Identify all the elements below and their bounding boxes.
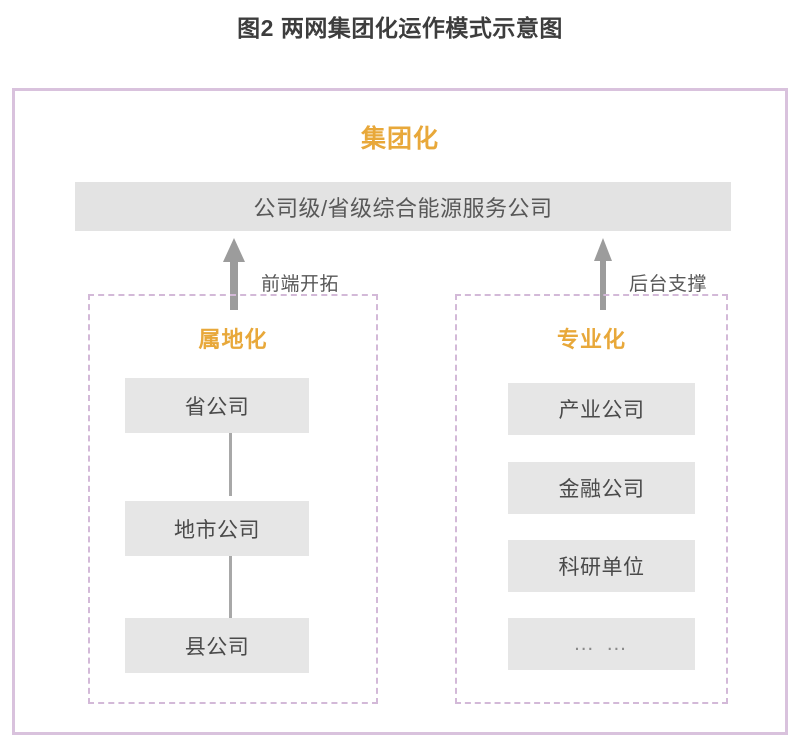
node-box: … … <box>508 618 695 670</box>
panel-specialization: 专业化 <box>455 294 728 704</box>
group-heading: 集团化 <box>360 125 439 153</box>
connector-line <box>229 432 232 496</box>
node-box: 地市公司 <box>125 501 309 556</box>
arrow-up-icon <box>588 238 618 310</box>
node-label: 省公司 <box>184 395 250 419</box>
node-label: 金融公司 <box>558 478 645 501</box>
node-box: 县公司 <box>125 618 309 673</box>
panel-localization: 属地化 <box>88 294 378 704</box>
node-label: 地市公司 <box>174 518 260 542</box>
arrow-label-back-office-support: 后台支撑 <box>629 274 708 295</box>
connector-line <box>229 555 232 619</box>
node-box: 省公司 <box>125 378 309 433</box>
node-label: 产业公司 <box>558 399 645 422</box>
panel-title-specialization: 专业化 <box>556 327 626 352</box>
node-box: 产业公司 <box>508 383 695 435</box>
arrow-label-front-end-expansion: 前端开拓 <box>261 274 340 295</box>
panel-title-localization: 属地化 <box>198 327 268 352</box>
top-level-node-label: 公司级/省级综合能源服务公司 <box>253 195 553 221</box>
figure-title: 图2 两网集团化运作模式示意图 <box>237 15 563 41</box>
node-box: 科研单位 <box>508 540 695 592</box>
node-label: 县公司 <box>184 635 250 659</box>
node-label: 科研单位 <box>558 556 645 579</box>
top-level-node: 公司级/省级综合能源服务公司 <box>75 182 731 231</box>
diagram-frame: 集团化 公司级/省级综合能源服务公司 前端开拓 后台支撑 属地化 省公司 地市公… <box>12 88 788 735</box>
node-box: 金融公司 <box>508 462 695 514</box>
arrow-up-icon <box>217 238 251 310</box>
node-label: … … <box>573 632 630 655</box>
